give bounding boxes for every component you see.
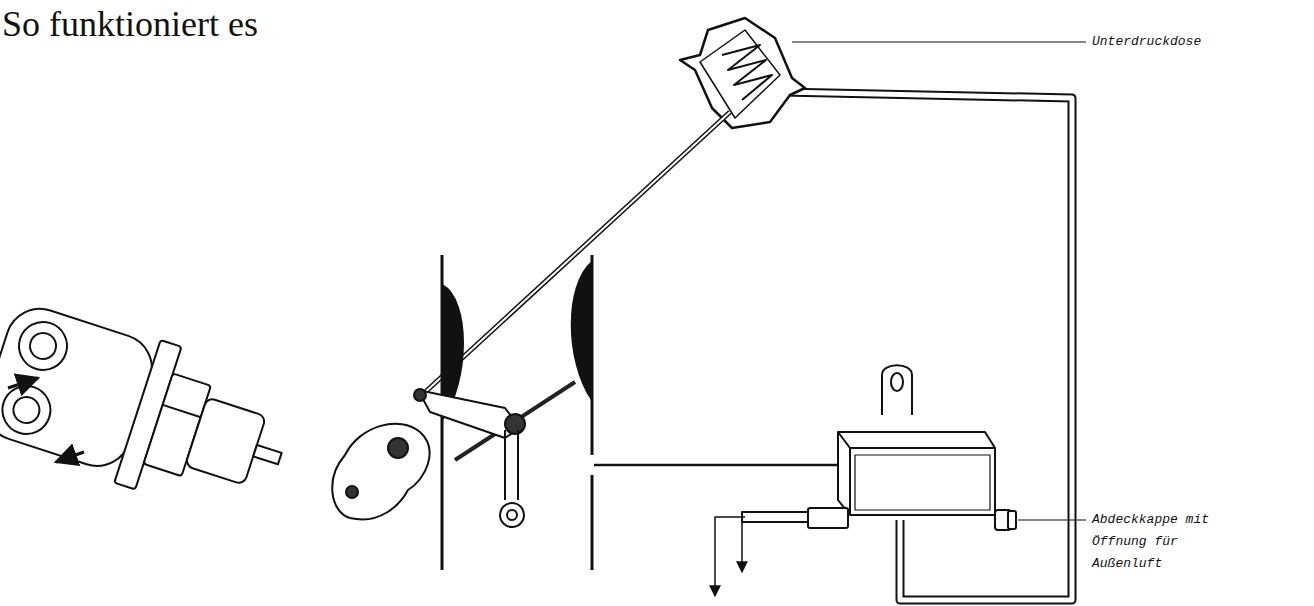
part-label: Unterdruckdose	[1090, 31, 1203, 53]
wire-arrow	[742, 522, 765, 572]
leader-line	[1018, 519, 1086, 520]
flow-arrow	[56, 452, 84, 462]
page-title: So funktioniert es	[2, 4, 258, 44]
solenoid-valve	[742, 365, 1016, 530]
cam	[332, 424, 429, 520]
flow-arrow	[8, 378, 38, 388]
leader-line	[792, 41, 1086, 42]
lever	[414, 389, 525, 527]
part-label: Abdeckkappe mit Öffnung für Außenluft	[1090, 509, 1228, 575]
actuator	[0, 294, 303, 529]
vacuum-hose	[782, 92, 1072, 600]
vacuum-capsule	[680, 18, 805, 128]
plunger-rod	[594, 464, 858, 467]
wire-arrow	[715, 517, 745, 596]
